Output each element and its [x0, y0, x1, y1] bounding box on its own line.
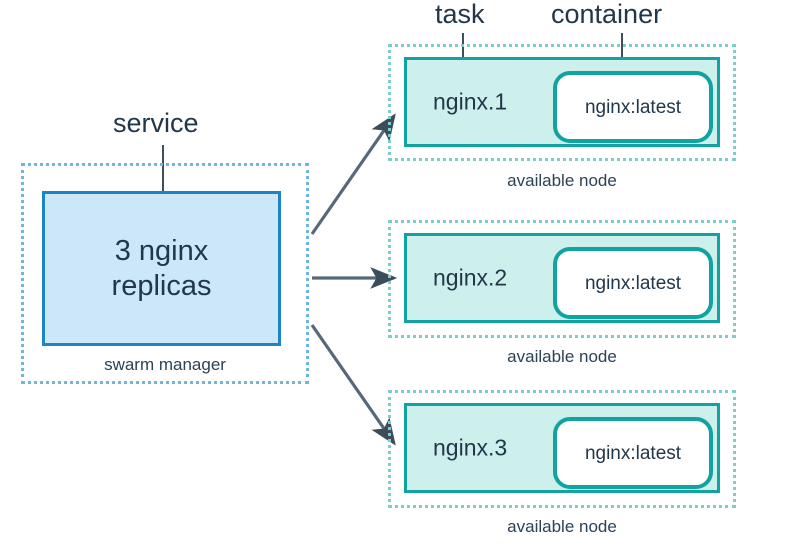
- task-label-1: nginx.1: [433, 88, 508, 115]
- service-replicas-line-1: 3 nginx: [114, 235, 209, 268]
- swarm-manager-caption: swarm manager: [104, 355, 226, 374]
- task-box-1[interactable]: nginx.1 nginx:latest: [404, 57, 720, 147]
- callout-leader-service: [162, 145, 164, 227]
- container-box-1[interactable]: nginx:latest: [553, 71, 713, 143]
- task-box-2[interactable]: nginx.2 nginx:latest: [404, 233, 720, 323]
- callout-label-service: service: [113, 108, 199, 138]
- container-box-3[interactable]: nginx:latest: [553, 417, 713, 489]
- container-label-2: nginx:latest: [584, 272, 682, 294]
- service-replicas-line-2: replicas: [111, 269, 212, 302]
- swarm-manager-group[interactable]: [21, 163, 309, 384]
- container-label-3: nginx:latest: [584, 442, 682, 464]
- available-node-2-caption: available node: [507, 347, 617, 366]
- available-node-1-group[interactable]: [388, 44, 736, 161]
- available-node-2-group[interactable]: [388, 220, 736, 338]
- available-node-3-caption: available node: [507, 517, 617, 536]
- service-box-text: 3 nginx replicas: [45, 234, 278, 302]
- available-node-1-caption: available node: [507, 171, 617, 190]
- task-label-2: nginx.2: [433, 264, 508, 291]
- callout-label-task: task: [435, 0, 485, 29]
- container-label-1: nginx:latest: [584, 96, 682, 118]
- service-box[interactable]: 3 nginx replicas: [42, 191, 281, 346]
- callout-label-container: container: [551, 0, 663, 29]
- arrow-to-node-1: [310, 113, 396, 235]
- task-box-3[interactable]: nginx.3 nginx:latest: [404, 403, 720, 493]
- available-node-3-group[interactable]: [388, 390, 736, 508]
- task-label-3: nginx.3: [433, 434, 508, 461]
- arrow-to-node-3: [310, 324, 396, 446]
- container-box-2[interactable]: nginx:latest: [553, 247, 713, 319]
